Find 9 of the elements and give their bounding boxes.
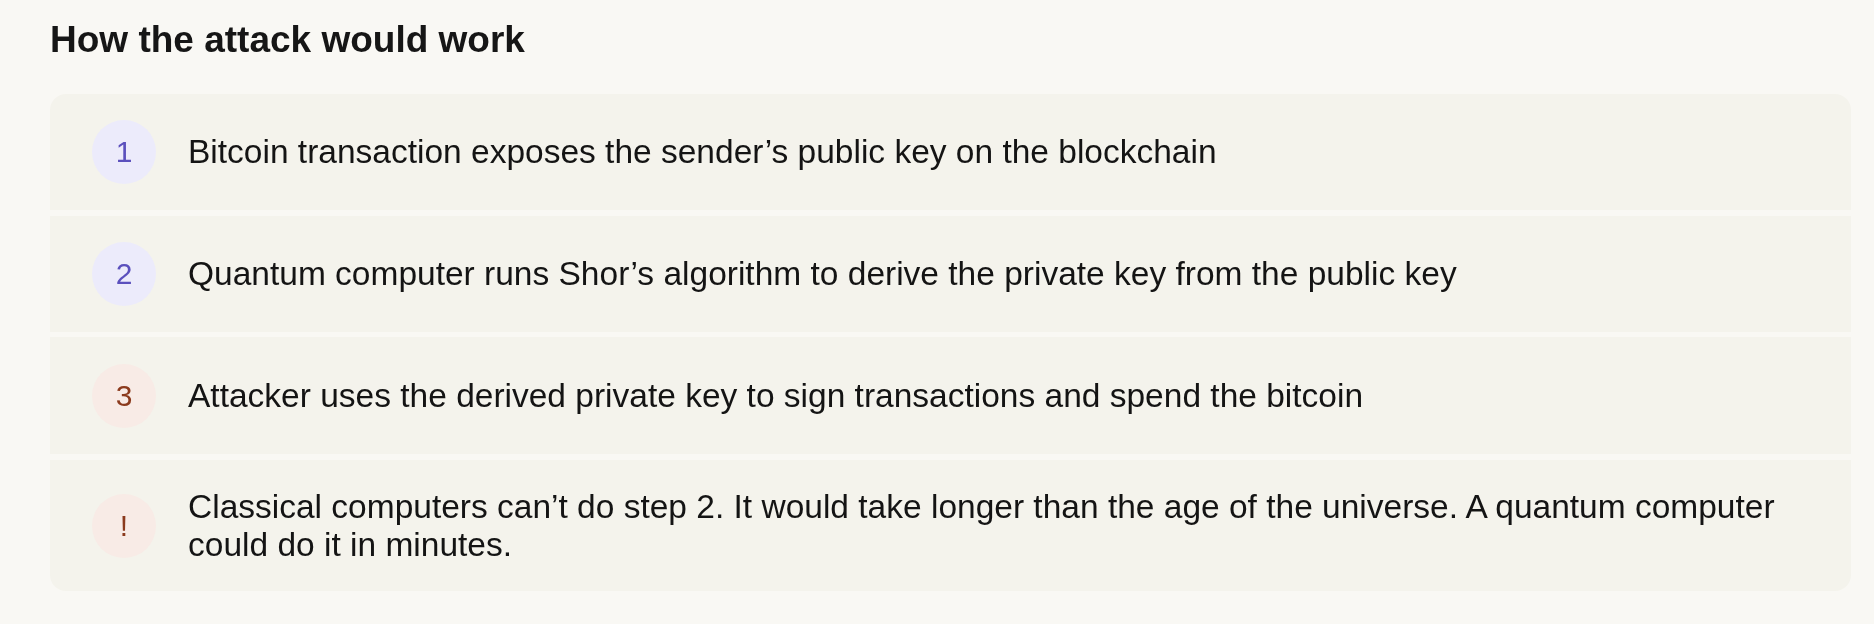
note-text: Classical computers can’t do step 2. It would take longer than the age of the universe. A quantum computer could do it in minutes. — [188, 487, 1776, 564]
step-number-badge: 1 — [92, 120, 156, 184]
step-number-badge: 3 — [92, 363, 156, 428]
step-number-badge: 2 — [92, 242, 156, 306]
step-text: Bitcoin transaction exposes the sender’s public key on the blockchain — [188, 133, 1217, 171]
step-text: Quantum computer runs Shor’s algorithm to derive the private key from the public key — [188, 255, 1457, 293]
step-text: Attacker uses the derived private key to sign transactions and spend the bitcoin — [188, 376, 1364, 415]
warning-badge: ! — [92, 493, 156, 558]
heading: How the attack would work — [50, 18, 525, 62]
